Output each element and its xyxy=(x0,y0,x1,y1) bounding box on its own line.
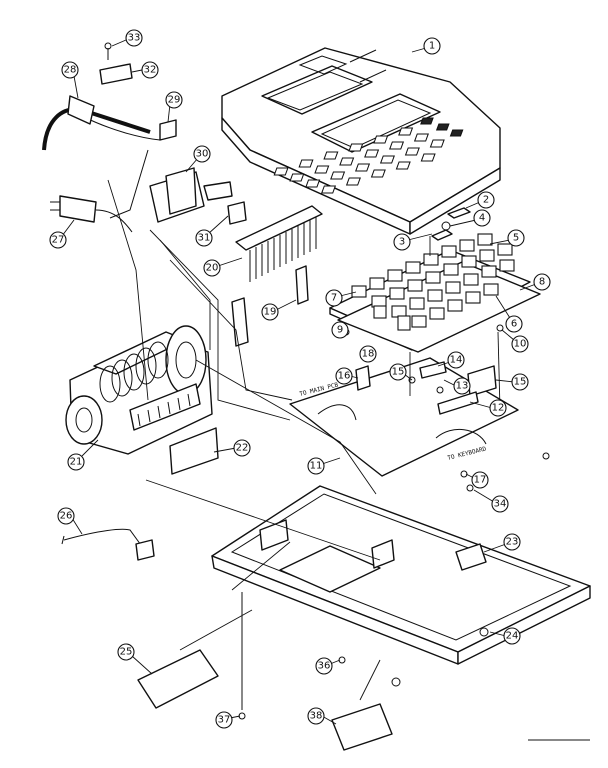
callout-14: 14 xyxy=(437,351,465,369)
svg-text:23: 23 xyxy=(506,537,519,548)
svg-text:14: 14 xyxy=(450,355,463,366)
callout-29: 29 xyxy=(165,91,183,123)
svg-text:26: 26 xyxy=(60,511,73,522)
callout-38: 38 xyxy=(307,707,337,725)
callout-15b: 15 xyxy=(495,373,529,391)
callout-10: 10 xyxy=(501,329,529,353)
housing-keypad xyxy=(273,117,464,194)
callout-32: 32 xyxy=(131,61,159,79)
svg-text:9: 9 xyxy=(337,325,343,336)
svg-text:37: 37 xyxy=(218,715,231,726)
svg-text:1: 1 xyxy=(429,41,435,52)
callout-17: 17 xyxy=(465,471,489,489)
callout-8: 8 xyxy=(519,273,551,291)
svg-text:22: 22 xyxy=(236,443,249,454)
callout-7: 7 xyxy=(325,289,357,307)
callout-18: 18 xyxy=(359,345,377,363)
svg-text:30: 30 xyxy=(196,149,209,160)
svg-text:16: 16 xyxy=(338,371,351,382)
callout-28: 28 xyxy=(61,61,79,99)
svg-text:34: 34 xyxy=(494,499,507,510)
svg-text:8: 8 xyxy=(539,277,545,288)
callout-22: 22 xyxy=(213,439,251,457)
svg-text:32: 32 xyxy=(144,65,157,76)
svg-text:5: 5 xyxy=(513,233,519,244)
svg-text:24: 24 xyxy=(506,631,519,642)
callout-12: 12 xyxy=(469,399,507,417)
callout-11: 11 xyxy=(307,457,341,475)
printer-mechanism xyxy=(65,325,219,475)
keyboard-assembly xyxy=(329,207,541,353)
svg-text:15: 15 xyxy=(392,367,405,378)
svg-text:12: 12 xyxy=(492,403,505,414)
callout-27: 27 xyxy=(49,219,75,249)
svg-text:3: 3 xyxy=(399,237,405,248)
svg-text:25: 25 xyxy=(120,647,133,658)
callout-6: 6 xyxy=(495,295,523,333)
callout-31: 31 xyxy=(195,215,229,247)
callout-37: 37 xyxy=(215,711,241,729)
svg-text:36: 36 xyxy=(318,661,331,672)
callout-1: 1 xyxy=(411,37,441,55)
callout-2: 2 xyxy=(465,191,495,209)
callout-16: 16 xyxy=(335,367,359,385)
callout-26: 26 xyxy=(57,507,83,535)
callout-4: 4 xyxy=(449,209,491,227)
callout-3: 3 xyxy=(393,233,433,251)
connector-board xyxy=(231,205,323,347)
callout-34: 34 xyxy=(473,489,509,513)
power-cord-transformer xyxy=(42,42,247,233)
svg-text:29: 29 xyxy=(168,95,181,106)
svg-text:33: 33 xyxy=(128,33,141,44)
callout-19: 19 xyxy=(261,299,297,321)
keyboard-keys xyxy=(351,233,515,331)
svg-text:31: 31 xyxy=(198,233,211,244)
callout-33: 33 xyxy=(111,29,143,47)
misc-parts xyxy=(61,528,590,751)
svg-text:4: 4 xyxy=(479,213,485,224)
svg-text:11: 11 xyxy=(310,461,323,472)
svg-text:2: 2 xyxy=(483,195,489,206)
callout-5: 5 xyxy=(489,229,525,247)
svg-text:13: 13 xyxy=(456,381,469,392)
alignment-lines xyxy=(107,179,501,701)
callout-20: 20 xyxy=(203,257,243,277)
svg-text:10: 10 xyxy=(514,339,527,350)
svg-text:28: 28 xyxy=(64,65,77,76)
top-housing xyxy=(221,47,501,235)
board-label-right: TO KEYBOARD xyxy=(447,445,488,461)
svg-text:17: 17 xyxy=(474,475,487,486)
svg-text:18: 18 xyxy=(362,349,375,360)
svg-text:6: 6 xyxy=(511,319,517,330)
callout-30: 30 xyxy=(185,145,211,173)
svg-text:27: 27 xyxy=(52,235,65,246)
bottom-case xyxy=(211,485,591,687)
callout-36: 36 xyxy=(315,657,341,675)
svg-text:19: 19 xyxy=(264,307,277,318)
callout-25: 25 xyxy=(117,643,153,675)
svg-text:7: 7 xyxy=(331,293,337,304)
main-pcb: TO MAIN PCB TO KEYBOARD xyxy=(289,352,550,492)
callout-13: 13 xyxy=(443,377,471,395)
callout-24: 24 xyxy=(489,627,521,645)
svg-text:38: 38 xyxy=(310,711,323,722)
callout-9: 9 xyxy=(331,321,349,339)
svg-text:15: 15 xyxy=(514,377,527,388)
callout-23: 23 xyxy=(483,533,521,553)
svg-text:20: 20 xyxy=(206,263,219,274)
callout-15a: 15 xyxy=(389,363,413,381)
svg-text:21: 21 xyxy=(70,457,83,468)
callout-21: 21 xyxy=(67,439,99,471)
